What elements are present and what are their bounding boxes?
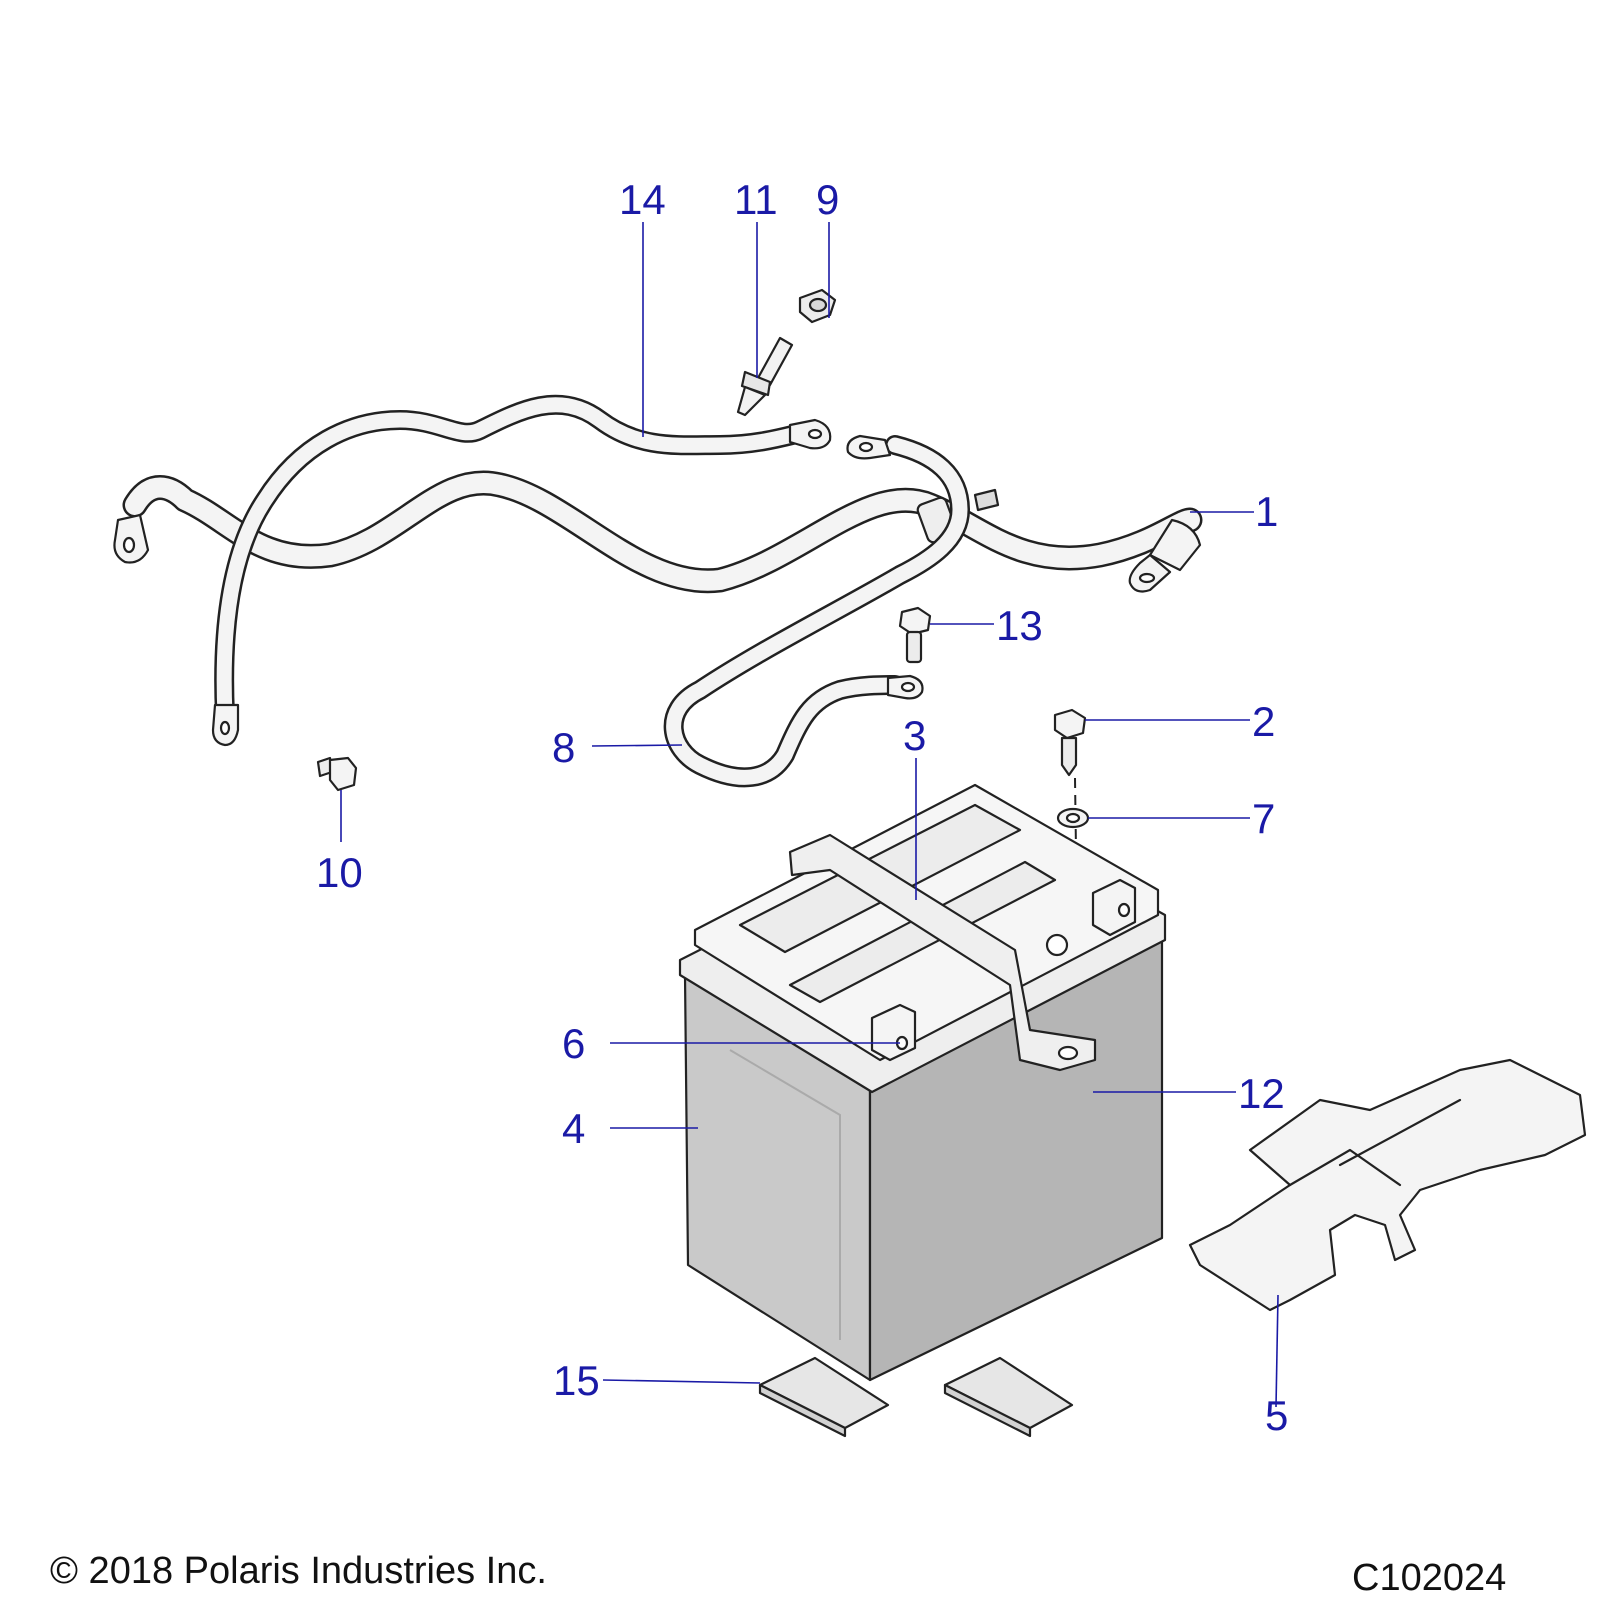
callout-8: 8 (552, 724, 575, 771)
pin-part-11 (736, 336, 794, 417)
bolt-part-2 (1053, 708, 1087, 1141)
callout-6: 6 (562, 1020, 585, 1067)
copyright-text: © 2018 Polaris Industries Inc. (50, 1550, 547, 1592)
cable-part-8 (663, 434, 970, 788)
callout-2: 2 (1252, 698, 1275, 745)
bolt-part-10 (316, 756, 358, 792)
callout-12: 12 (1238, 1070, 1285, 1117)
callout-3: 3 (903, 712, 926, 759)
callout-15: 15 (553, 1357, 600, 1404)
callout-1: 1 (1255, 488, 1278, 535)
callout-13: 13 (996, 602, 1043, 649)
callout-14: 14 (619, 176, 666, 223)
callout-10: 10 (316, 849, 363, 896)
callout-4: 4 (562, 1105, 585, 1152)
figure-id: C102024 (1352, 1557, 1506, 1599)
washer-part-7 (1056, 807, 1090, 829)
bolt-part-13 (898, 606, 932, 664)
leader-lines (340, 222, 1279, 1408)
nut-part-9 (798, 288, 837, 324)
callout-5: 5 (1265, 1392, 1288, 1439)
battery-part-4 (678, 783, 1167, 1382)
callout-9: 9 (816, 176, 839, 223)
callout-11: 11 (734, 176, 778, 223)
pad-part-15 (758, 1356, 1074, 1438)
cover-part-5 (1188, 1058, 1587, 1312)
callout-labels: 1 2 3 4 5 6 7 8 9 10 11 12 13 14 15 (316, 176, 1288, 1439)
cable-part-14 (211, 394, 832, 747)
callout-7: 7 (1252, 795, 1275, 842)
strap-part-3 (788, 833, 1097, 1072)
